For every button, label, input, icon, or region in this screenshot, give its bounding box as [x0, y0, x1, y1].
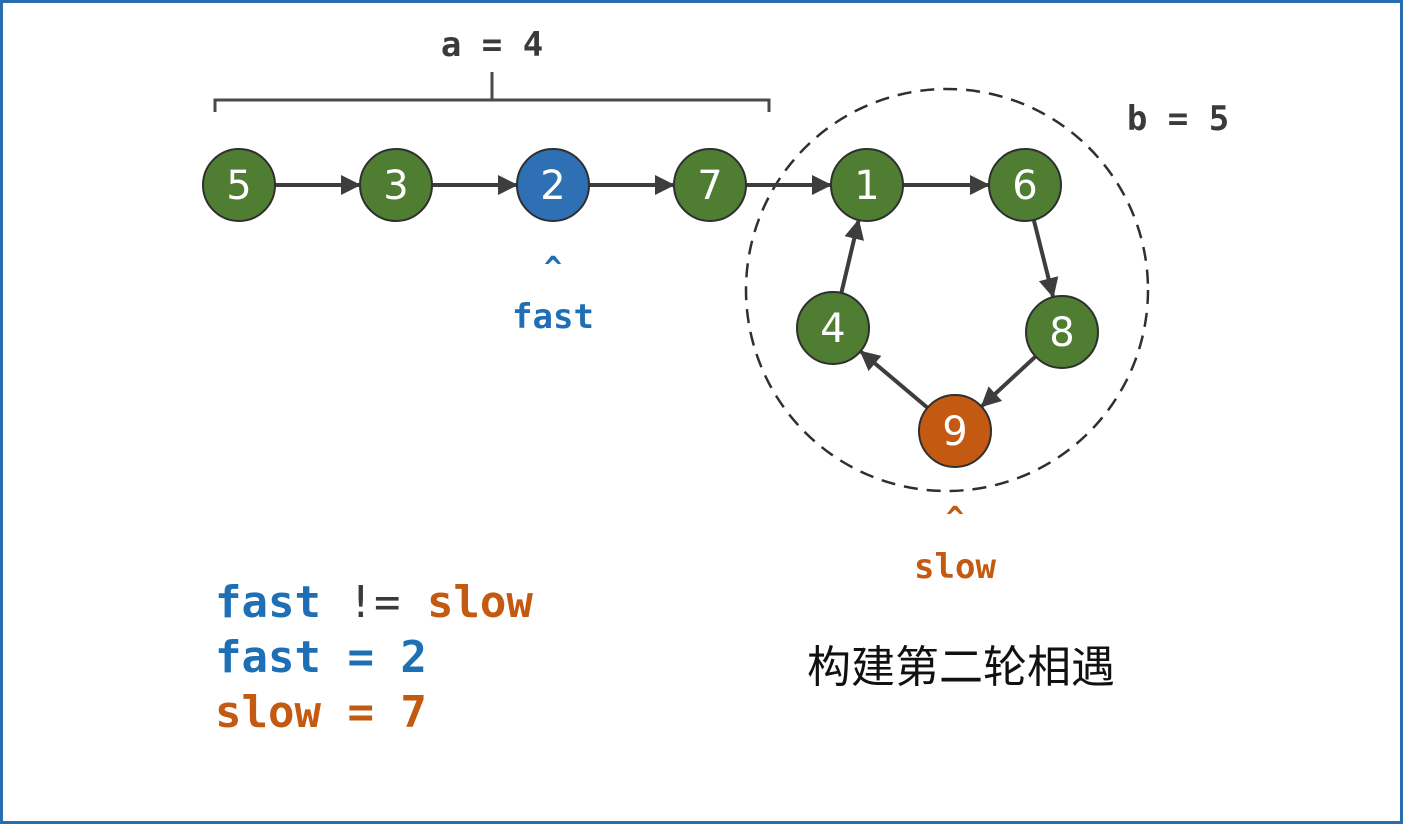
- edge-n9-to-n4: [859, 350, 929, 410]
- list-node-8: 8: [1025, 295, 1099, 369]
- fast-caret: ^: [544, 251, 562, 286]
- status-fast-value: fast = 2: [215, 632, 427, 683]
- pointer-status: fast != slow fast = 2 slow = 7: [215, 575, 533, 740]
- slow-caret: ^: [946, 501, 964, 536]
- cycle-boundary: [744, 87, 1150, 493]
- diagram-caption: 构建第二轮相遇: [807, 642, 1115, 693]
- node-circle: [988, 148, 1062, 222]
- node-value: 7: [697, 163, 722, 209]
- list-node-3: 3: [359, 148, 433, 222]
- a-length-label: a = 4: [441, 25, 543, 65]
- node-circle: [673, 148, 747, 222]
- node-circle: [359, 148, 433, 222]
- list-node-2: 2: [516, 148, 590, 222]
- list-node-4: 4: [796, 291, 870, 365]
- list-node-5: 5: [202, 148, 276, 222]
- status-compare-right: slow: [426, 577, 533, 628]
- b-length-label: b = 5: [1127, 99, 1229, 139]
- node-circle: [1025, 295, 1099, 369]
- node-circle: [796, 291, 870, 365]
- slow-pointer-label: slow: [914, 547, 996, 587]
- node-value: 2: [540, 163, 565, 209]
- fast-pointer-label: fast: [512, 297, 594, 337]
- edge-n6-to-n8: [1031, 219, 1059, 299]
- list-node-9: 9: [918, 394, 992, 468]
- node-value: 9: [942, 409, 967, 455]
- list-node-6: 6: [988, 148, 1062, 222]
- status-slow-value: slow = 7: [215, 687, 427, 738]
- status-line-compare: fast != slow: [215, 575, 533, 630]
- node-value: 8: [1049, 310, 1074, 356]
- edge-n8-to-n9: [980, 354, 1037, 408]
- node-value: 3: [383, 163, 408, 209]
- status-compare-left: fast: [215, 577, 321, 628]
- list-node-7: 7: [673, 148, 747, 222]
- list-node-1: 1: [830, 148, 904, 222]
- node-circle: [918, 394, 992, 468]
- a-length-bracket: [213, 72, 771, 112]
- node-value: 6: [1012, 163, 1037, 209]
- node-value: 1: [854, 163, 879, 209]
- node-circle: [516, 148, 590, 222]
- node-value: 5: [226, 163, 251, 209]
- edge-n4-to-n1: [839, 219, 865, 294]
- status-compare-operator: !=: [320, 577, 427, 628]
- node-circle: [202, 148, 276, 222]
- node-circle: [830, 148, 904, 222]
- node-value: 4: [820, 306, 845, 352]
- nodes-layer: 5 3 2 7 1 6 8 9 4: [202, 148, 1099, 468]
- edges-layer: [275, 175, 1059, 410]
- linked-list-cycle-diagram: a = 4 b = 5 5 3 2 7 1 6 8 9 4 ^ fast ^ slow: [202, 25, 1229, 587]
